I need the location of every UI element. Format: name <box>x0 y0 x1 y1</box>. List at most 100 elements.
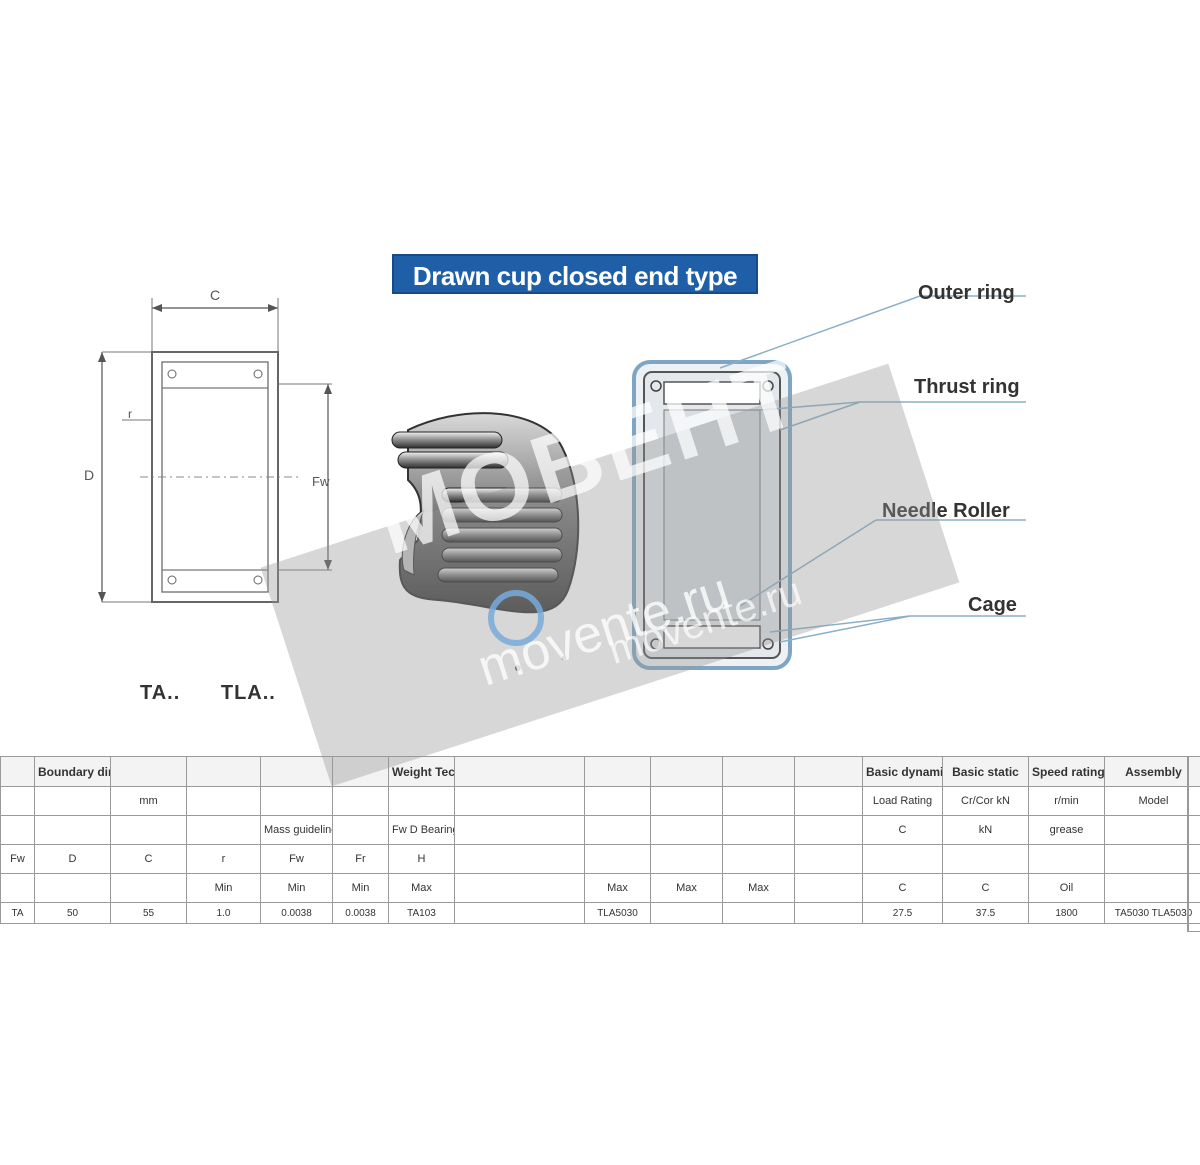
thrust-ring-bottom <box>663 625 761 649</box>
table-cell: Min <box>186 873 261 903</box>
table-cell <box>186 756 261 787</box>
table-row: Mass guidelinesFw D Bearing modelCkNgrea… <box>0 815 1200 845</box>
table-cell <box>332 786 389 816</box>
table-cell <box>454 786 585 816</box>
table-cell: Boundary dimensions <box>34 756 111 787</box>
table-cell <box>722 815 795 845</box>
table-cell <box>186 815 261 845</box>
table-cell: Mass guidelines <box>260 815 333 845</box>
outer-diameter-label: D <box>84 467 94 483</box>
table-cell <box>584 815 651 845</box>
table-cell <box>454 844 585 874</box>
table-cell <box>332 815 389 845</box>
table-cell <box>110 756 187 787</box>
table-cell <box>388 786 455 816</box>
table-cell: Basic dynamic <box>862 756 943 787</box>
table-cell <box>0 756 35 787</box>
table-cell <box>186 786 261 816</box>
table-cell <box>110 873 187 903</box>
table-cell: TA <box>0 902 35 924</box>
table-cell: 50 <box>34 902 111 924</box>
watermark-logo-icon <box>488 590 544 646</box>
callout-thrust-ring: Thrust ring <box>914 376 1020 398</box>
table-cell <box>942 844 1029 874</box>
table-cell <box>794 873 863 903</box>
table-cell <box>650 844 723 874</box>
width-label: C <box>210 287 220 303</box>
callout-line-outer-ring <box>719 295 921 369</box>
table-cell <box>454 756 585 787</box>
table-cell <box>260 786 333 816</box>
table-cell: 37.5 <box>942 902 1029 924</box>
table-cell <box>650 786 723 816</box>
type-banner: Drawn cup closed end type <box>392 254 758 294</box>
table-cell <box>454 902 585 924</box>
callout-line-cage <box>769 615 911 633</box>
table-cell <box>110 815 187 845</box>
table-cell <box>794 786 863 816</box>
table-cell: Max <box>722 873 795 903</box>
table-cell: Speed rating <box>1028 756 1105 787</box>
table-cell <box>650 815 723 845</box>
table-cell: D <box>34 844 111 874</box>
table-cell <box>34 786 111 816</box>
table-cell <box>1028 844 1105 874</box>
table-cell <box>650 902 723 924</box>
table-cell: C <box>862 815 943 845</box>
table-cell: 55 <box>110 902 187 924</box>
table-cell: mm <box>110 786 187 816</box>
table-cell: 27.5 <box>862 902 943 924</box>
table-cell <box>722 902 795 924</box>
table-cell <box>722 756 795 787</box>
table-cell: C <box>942 873 1029 903</box>
table-cell <box>584 844 651 874</box>
table-cell <box>722 786 795 816</box>
table-cell: Fr <box>332 844 389 874</box>
table-cell <box>862 844 943 874</box>
table-cell <box>584 756 651 787</box>
table-cell <box>34 873 111 903</box>
table-cell <box>794 902 863 924</box>
table-cell <box>794 756 863 787</box>
table-cell: Min <box>332 873 389 903</box>
table-cell <box>454 815 585 845</box>
table-cell <box>1104 815 1200 845</box>
table-cell: Basic static <box>942 756 1029 787</box>
table-cell <box>332 756 389 787</box>
table-cell: C <box>110 844 187 874</box>
table-cell: grease <box>1028 815 1105 845</box>
table-cell: TA103 <box>388 902 455 924</box>
thrust-ring-top <box>663 381 761 405</box>
bearing-section-view <box>632 295 1026 670</box>
table-cell: TLA5030 <box>584 902 651 924</box>
table-cell: Cr/Cor kN <box>942 786 1029 816</box>
table-cell: Max <box>650 873 723 903</box>
table-cell <box>454 873 585 903</box>
table-cell <box>0 873 35 903</box>
callout-line-thrust-ring <box>759 401 861 411</box>
cross-section-drawing: C D Fw r <box>84 287 332 603</box>
table-cell <box>794 815 863 845</box>
callout-outer-ring: Outer ring <box>918 282 1015 304</box>
callout-cage: Cage <box>968 594 1017 616</box>
bearing-cutaway-illustration <box>391 412 580 671</box>
table-cell: Max <box>584 873 651 903</box>
table-cell: Weight Technology dimensions mm <box>388 756 455 787</box>
table-cell: TA5030 TLA5030 <box>1104 902 1200 924</box>
adjacent-table-edge <box>1187 756 1200 932</box>
table-row: Boundary dimensions Weight Technology dim… <box>0 756 1200 787</box>
series-label-ta: TA.. <box>140 682 181 704</box>
series-label-tla: TLA.. <box>220 682 276 704</box>
table-cell <box>722 844 795 874</box>
callout-line-needle-roller <box>739 519 877 607</box>
table-cell: Oil <box>1028 873 1105 903</box>
table-cell <box>260 756 333 787</box>
radius-label: r <box>128 407 132 421</box>
table-cell <box>650 756 723 787</box>
specification-table: Boundary dimensions Weight Technology dim… <box>0 756 1200 924</box>
table-cell: 1.0 <box>186 902 261 924</box>
